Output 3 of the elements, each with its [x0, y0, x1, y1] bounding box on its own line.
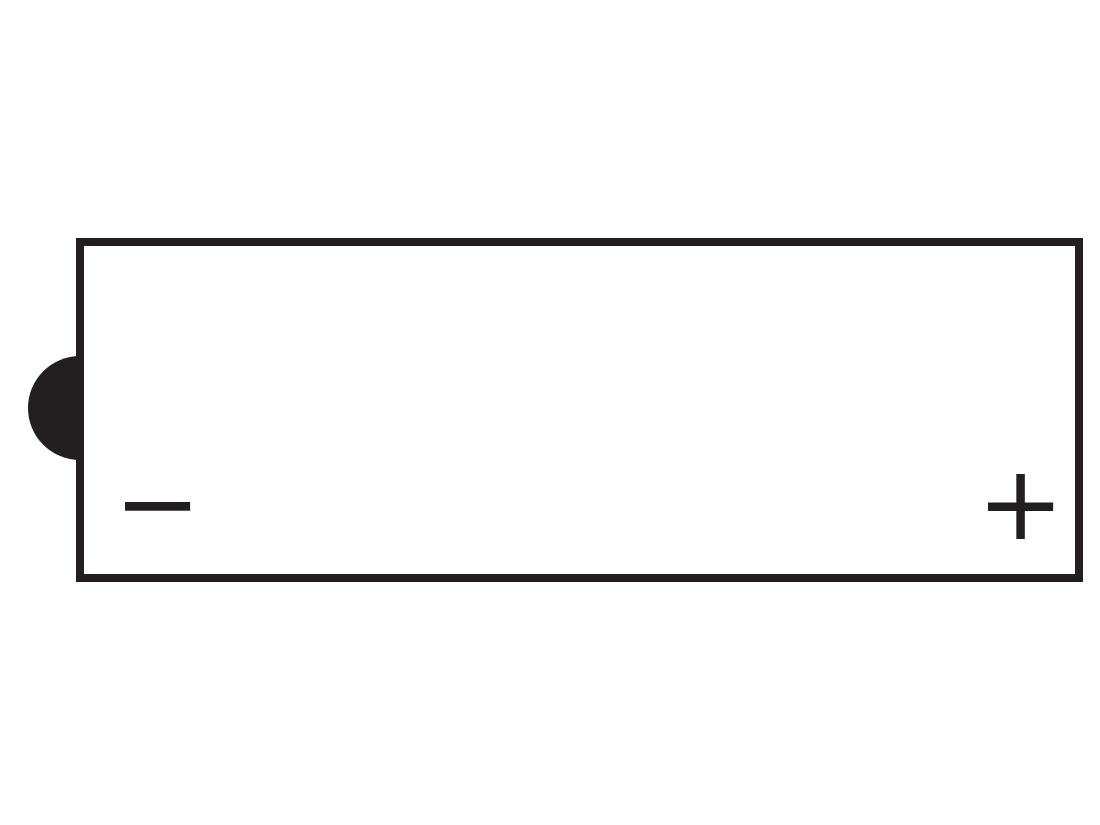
- minus-sign: −: [114, 451, 202, 555]
- battery-body: [76, 238, 1083, 582]
- plus-sign: +: [977, 451, 1065, 555]
